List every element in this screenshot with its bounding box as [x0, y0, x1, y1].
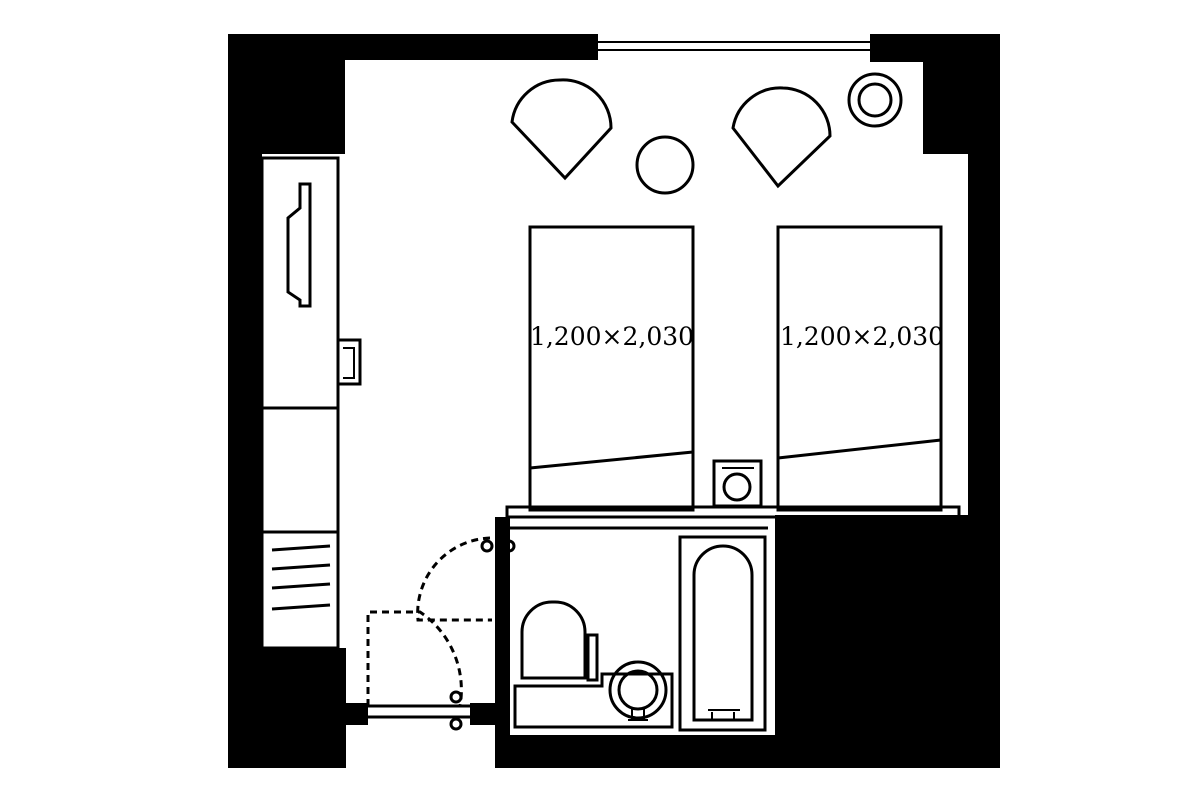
built-in-counter [260, 156, 362, 650]
wall-bathroom-left [495, 517, 510, 768]
wall-top-left [228, 34, 598, 158]
clock-icon [722, 472, 752, 502]
vanity-counter [513, 672, 674, 729]
walls [228, 34, 1000, 768]
wall-bottom-left [228, 648, 346, 768]
bathroom [510, 526, 768, 732]
sink-icon [608, 660, 668, 720]
seating [510, 72, 903, 195]
nightstand [712, 459, 763, 508]
bed-left-size-label: 1,200×2,030 [530, 322, 694, 351]
door-jamb-left [346, 703, 368, 725]
armchair-left-icon [510, 78, 613, 181]
tv-icon [286, 182, 312, 308]
wall-top-right [495, 34, 1000, 768]
door-jamb-right [470, 703, 495, 725]
bed-left [528, 225, 695, 512]
floor-lamp-icon [847, 72, 903, 128]
side-table-icon [635, 135, 695, 195]
bed-right-size-label: 1,200×2,030 [780, 322, 944, 351]
beds [528, 225, 943, 512]
armchair-right-icon [731, 86, 832, 189]
bathroom-door-swing [416, 536, 492, 622]
bathtub-icon [678, 535, 767, 732]
wall-shaft-block [775, 515, 969, 737]
entrance-door-swing [366, 610, 463, 707]
counter-outline [260, 156, 340, 650]
ledge [505, 505, 961, 519]
desk-chair-icon [338, 338, 362, 386]
toilet-icon [520, 600, 587, 680]
bed-right [776, 225, 943, 512]
doors [366, 536, 516, 731]
window [598, 41, 870, 51]
